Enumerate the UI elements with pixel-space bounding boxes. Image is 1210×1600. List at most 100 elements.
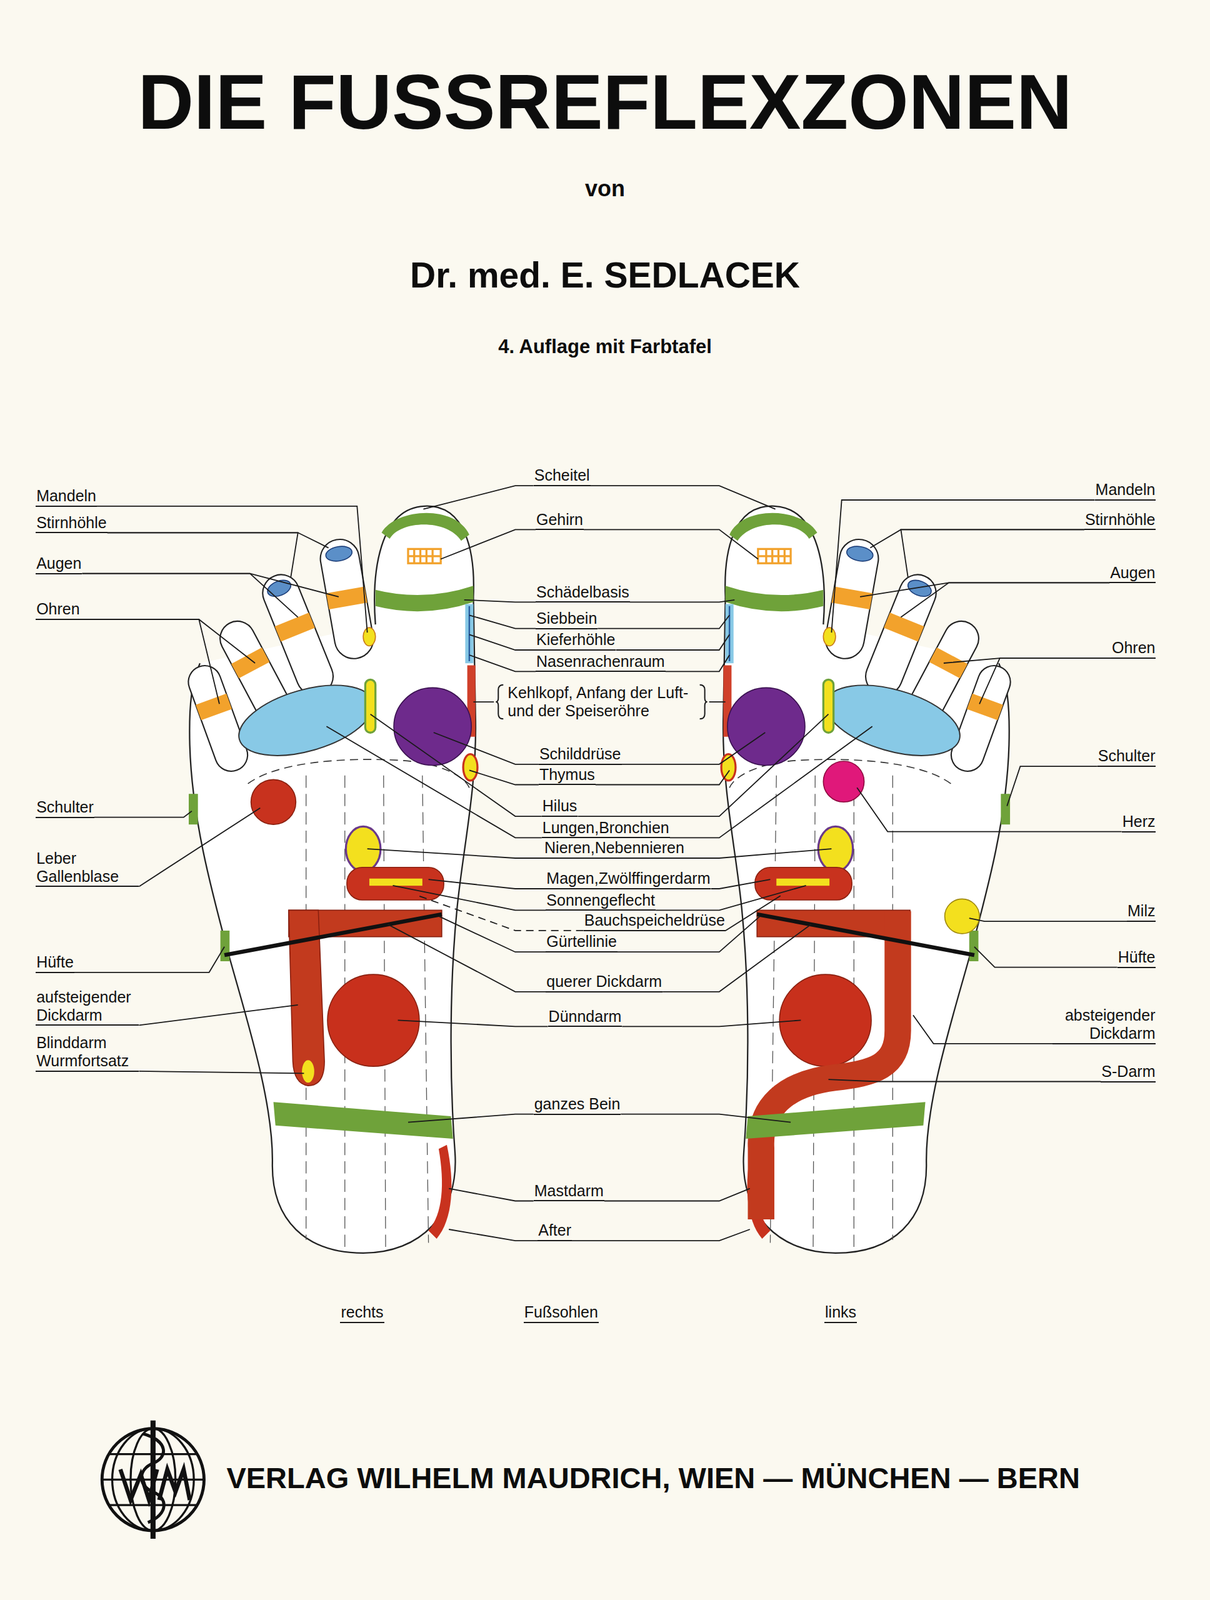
foot-side-label: Fußsohlen [523, 1303, 599, 1324]
publisher-logo [159, 1469, 190, 1500]
leader-line [448, 1188, 534, 1202]
leader-line [393, 885, 547, 910]
leader-line [473, 701, 494, 703]
leader-line [711, 879, 771, 889]
publisher-logo [120, 1469, 158, 1500]
title: DIE FUSSREFLEXZONEN [0, 57, 1210, 147]
leader-line [725, 895, 781, 931]
leader-line [81, 573, 298, 618]
zone-label: Mandeln [35, 486, 97, 507]
leader-line [433, 732, 539, 765]
leader-line [80, 619, 256, 664]
left-foot [745, 914, 975, 1139]
heading-text: von [0, 175, 1210, 202]
zone-label: Stirnhöhle [1084, 510, 1157, 531]
leader-line [621, 1020, 801, 1027]
zone-label: Augen [1109, 563, 1156, 584]
zone-label: Thymus [538, 765, 596, 786]
zone-label: Nieren,Nebennieren [543, 838, 685, 859]
zone-label: After [537, 1221, 572, 1242]
leader-line [138, 1005, 298, 1026]
heading-text: Dr. med. E. SEDLACEK [0, 255, 1210, 297]
leader-line [448, 1229, 538, 1241]
zone-label: Augen [35, 554, 82, 575]
zone-label: Schulter [35, 798, 95, 819]
zone-label: Hüfte [35, 953, 75, 974]
zone-label: Siebbein [535, 609, 598, 630]
zone-label: Hilus [541, 796, 579, 817]
left-foot [721, 506, 1015, 1254]
leader-line [428, 879, 547, 889]
leader-line [464, 600, 536, 603]
zone-label: Ohren [1111, 638, 1156, 659]
leader-line [900, 582, 1110, 617]
zone-label: Kieferhöhle [535, 630, 616, 651]
leader-line [595, 770, 730, 785]
leader-line [621, 732, 766, 765]
leader-line [597, 615, 730, 629]
publisher-logo [101, 1420, 204, 1539]
leader-line [96, 506, 368, 633]
zone-label: Kehlkopf, Anfang der Luft- und der Speis… [506, 683, 696, 721]
leader-line [831, 500, 1095, 633]
leader-line [94, 811, 192, 818]
leader-line [80, 619, 220, 704]
foot-side-label: rechts [340, 1303, 384, 1324]
leader-line [979, 658, 1112, 704]
leader-line [583, 529, 759, 559]
right-foot [224, 914, 454, 1139]
leader-line [969, 918, 1127, 922]
leader-line [398, 1020, 549, 1027]
zone-label: Dünndarm [548, 1007, 623, 1028]
liver-zone [251, 779, 297, 825]
leader-line [860, 582, 1110, 597]
zone-label: Stirnhöhle [35, 513, 108, 534]
zone-label: S-Darm [1100, 1062, 1156, 1083]
foot-side-label: links [824, 1303, 857, 1324]
leader-line [685, 848, 832, 859]
leader-line [974, 946, 1118, 968]
leader-line [604, 1188, 750, 1202]
zone-label: Ohren [35, 600, 80, 620]
appendix-zone [301, 1060, 315, 1083]
leader-line [387, 924, 546, 992]
zone-label: Magen,Zwölffingerdarm [545, 869, 711, 890]
leader-line [665, 655, 730, 672]
leader-line [74, 946, 225, 973]
zone-label: Blinddarm Wurmfortsatz [35, 1033, 139, 1072]
spleen-zone [945, 898, 980, 934]
leader-line [138, 1071, 304, 1074]
leader-line [662, 924, 812, 992]
leader-line [107, 532, 299, 578]
zone-label: Nasenrachenraum [535, 652, 666, 673]
zone-label: aufsteigender Dickdarm [35, 988, 139, 1027]
leader-line [81, 573, 339, 597]
leader-line [469, 634, 536, 650]
publisher-text: VERLAG WILHELM MAUDRICH, WIEN — MÜNCHEN … [226, 1461, 1080, 1495]
zone-label: Hüfte [1117, 948, 1157, 969]
leader-line [828, 1079, 1102, 1082]
leader-line [620, 1114, 791, 1123]
leader-line [408, 1114, 534, 1123]
leader-line [469, 655, 536, 672]
zone-label: ganzes Bein [533, 1095, 622, 1115]
zone-label: Gürtellinie [545, 932, 618, 953]
leader-line [590, 485, 776, 509]
zone-label: Leber Gallenblase [35, 849, 139, 888]
zone-label: Schädelbasis [535, 583, 630, 604]
left-foot [721, 506, 1015, 1254]
leader-line [423, 485, 534, 509]
leader-line [367, 848, 544, 859]
leader-line [469, 770, 539, 785]
leader-line [856, 787, 1122, 832]
heart-zone [823, 761, 864, 802]
zone-label: Gehirn [535, 510, 584, 531]
zone-label: Bauchspeicheldrüse [583, 911, 726, 932]
zone-label: Mandeln [1095, 480, 1157, 501]
leader-line [913, 1015, 1053, 1044]
leader-line [438, 916, 546, 952]
